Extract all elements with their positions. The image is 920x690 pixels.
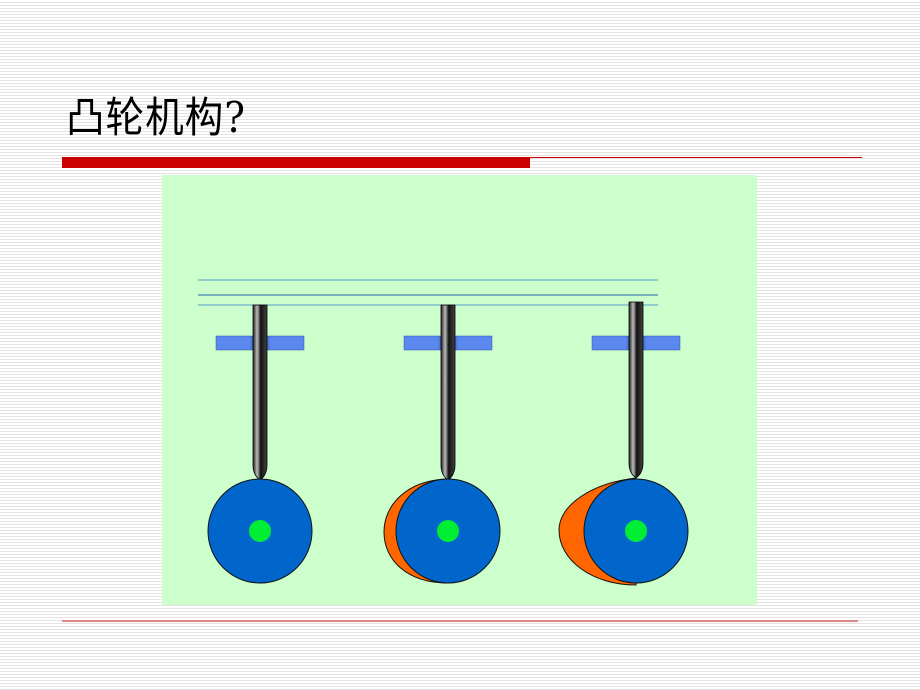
slide-title: 凸轮机构? — [66, 93, 246, 142]
reference-lines — [198, 279, 658, 306]
cam-diagram-svg — [198, 279, 689, 586]
cam-follower-2 — [383, 304, 501, 584]
title-underline-thin — [530, 157, 862, 158]
cam-mechanism-diagram — [162, 175, 757, 605]
cam-follower-3 — [558, 301, 689, 586]
footer-divider — [62, 620, 858, 622]
title-underline-thick — [62, 157, 530, 168]
cam-follower-1 — [207, 304, 313, 584]
